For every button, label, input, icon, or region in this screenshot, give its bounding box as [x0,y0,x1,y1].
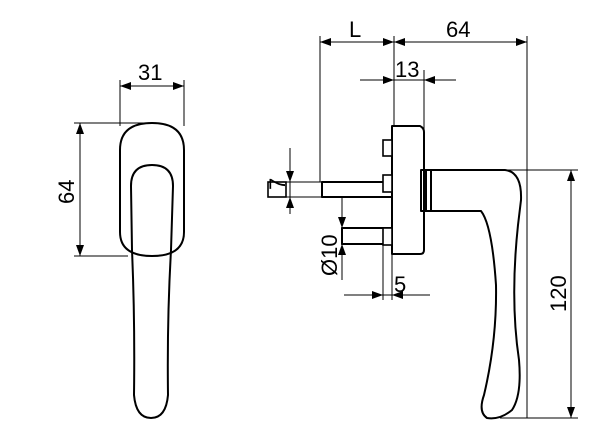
dim-spindle-7: 7 [265,148,322,214]
dim-height-label: 64 [54,180,79,204]
front-rose-outline [119,122,185,257]
dim-length-label: 120 [546,275,571,312]
dim-screw-label: Ø10 [317,234,342,276]
dim-screw-diameter: Ø10 [317,196,346,280]
dim-top-chain: L 64 [319,17,528,418]
dim-offset-5: 5 [344,244,430,300]
dim-width-31: 31 [119,60,185,126]
dim-offset-label: 5 [394,272,406,297]
dim-rose-13: 13 [360,57,456,130]
side-lever-outline [425,169,523,420]
pin-mid [382,174,393,193]
pin-low [382,227,393,246]
dim-rose-label: 13 [395,57,419,82]
dim-reach-label: 64 [446,17,470,42]
dim-height-64: 64 [54,122,152,257]
dim-width-label: 31 [138,60,162,85]
dim-spindle-label: 7 [265,178,290,190]
spindle [267,181,393,198]
front-lever-outline [130,164,174,419]
front-view: 31 64 [54,60,185,419]
pin-top [382,139,393,157]
side-view: L 64 13 7 Ø10 [265,17,578,420]
dim-length-120: 120 [500,169,578,419]
dim-depth-label: L [349,17,361,42]
side-rose-plate [391,125,425,255]
side-neck [420,169,432,212]
